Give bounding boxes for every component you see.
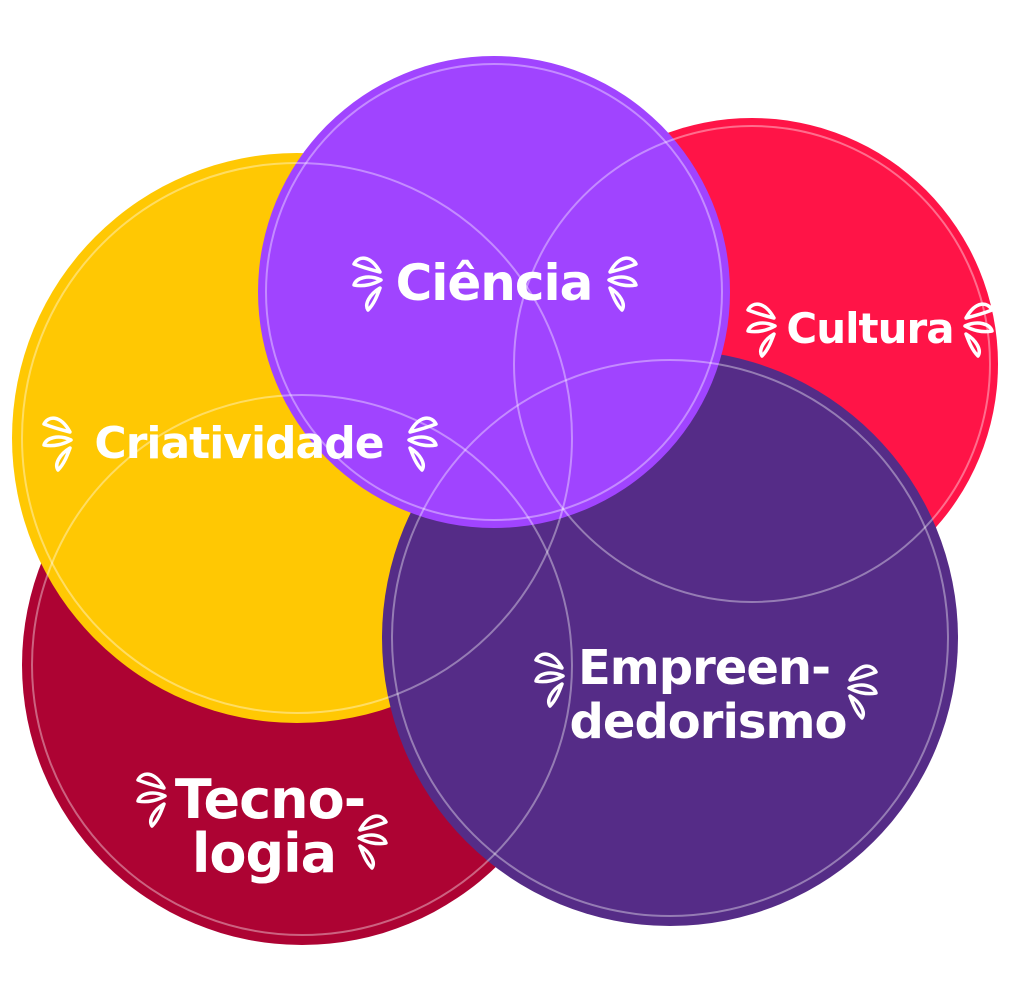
label-tecnologia-line1: Tecno- (175, 768, 365, 831)
label-tecnologia-line2: logia (192, 822, 336, 885)
label-empreendedorismo-line1: Empreen- (578, 640, 830, 696)
label-ciencia: Ciência (352, 254, 636, 312)
label-criatividade: Criatividade (42, 416, 436, 472)
label-cultura-text: Cultura (786, 304, 953, 353)
label-empreendedorismo: Empreen- dedorismo (534, 640, 876, 750)
label-cultura: Cultura (746, 302, 992, 358)
label-ciencia-text: Ciência (396, 254, 593, 312)
circle-ciencia (258, 56, 730, 528)
label-tecnologia: Tecno- logia (136, 768, 386, 885)
label-empreendedorismo-line2: dedorismo (570, 694, 847, 750)
label-criatividade-text: Criatividade (94, 418, 383, 469)
circle-outlines (21, 63, 991, 936)
